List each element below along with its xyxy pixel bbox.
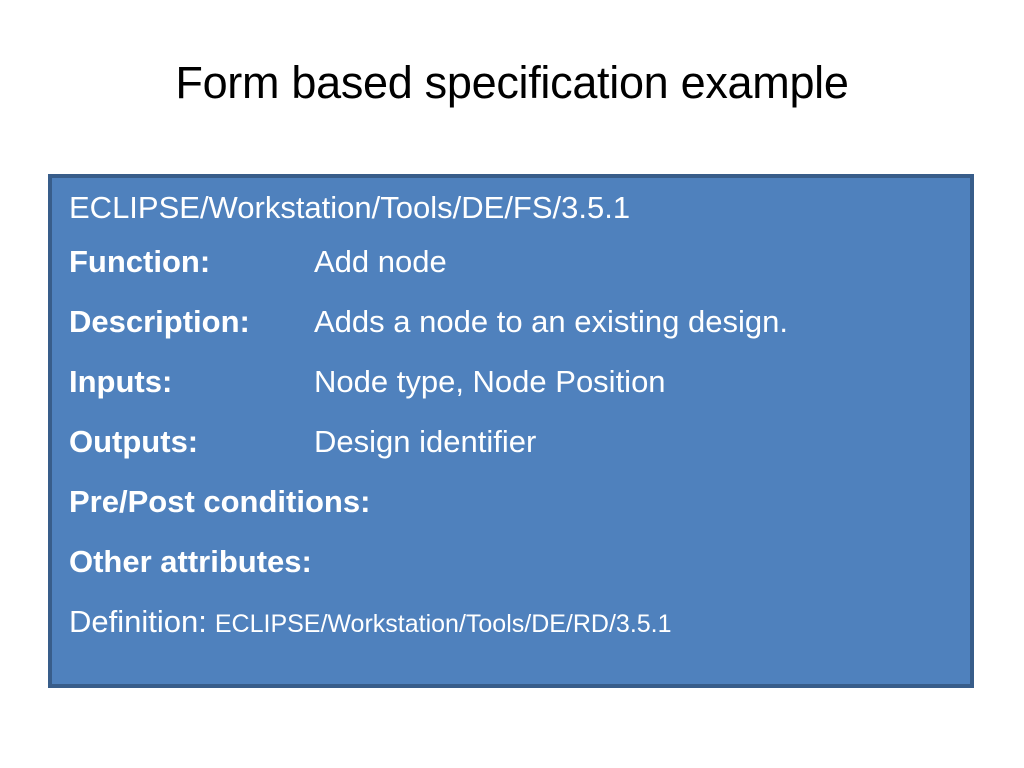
spec-label-preconditions: Pre/Post conditions: — [69, 484, 371, 519]
spec-label-inputs: Inputs: — [69, 364, 173, 399]
spec-label-other-attributes: Other attributes: — [69, 544, 312, 579]
page-title: Form based specification example — [175, 57, 849, 108]
spec-row-definition: Definition: ECLIPSE/Workstation/Tools/DE… — [62, 606, 970, 666]
spec-row-other-attributes: Other attributes: — [62, 546, 970, 606]
spec-value-function: Add node — [314, 244, 447, 279]
spec-value-inputs: Node type, Node Position — [314, 364, 666, 399]
spec-row-function: Function: Add node — [62, 246, 970, 306]
spec-label-description: Description: — [69, 304, 250, 339]
spec-value-outputs: Design identifier — [314, 424, 537, 459]
spec-label-function: Function: — [69, 244, 211, 279]
spec-value-description: Adds a node to an existing design. — [314, 304, 788, 339]
spec-row-inputs: Inputs: Node type, Node Position — [62, 366, 970, 426]
spec-identifier-line: ECLIPSE/Workstation/Tools/DE/FS/3.5.1 — [62, 192, 970, 246]
spec-row-preconditions: Pre/Post conditions: — [62, 486, 970, 546]
spec-identifier-value: ECLIPSE/Workstation/Tools/DE/FS/3.5.1 — [69, 190, 631, 225]
spec-row-outputs: Outputs: Design identifier — [62, 426, 970, 486]
spec-label-outputs: Outputs: — [69, 424, 199, 459]
spec-row-description: Description: Adds a node to an existing … — [62, 306, 970, 366]
spec-label-definition: Definition: — [69, 604, 207, 639]
spec-value-definition-path: ECLIPSE/Workstation/Tools/DE/RD/3.5.1 — [214, 610, 672, 638]
specification-box: ECLIPSE/Workstation/Tools/DE/FS/3.5.1 Fu… — [48, 174, 974, 688]
